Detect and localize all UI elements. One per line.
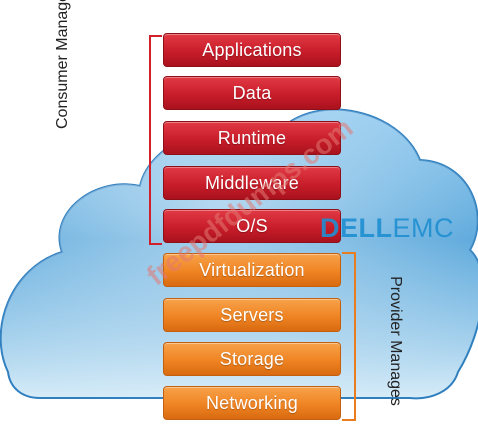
consumer-layer-data: Data [163, 76, 341, 110]
consumer-layer-runtime: Runtime [163, 121, 341, 155]
provider-layer-servers: Servers [163, 298, 341, 332]
brand-part-emc: EMC [392, 213, 454, 243]
dell-emc-logo: DELLEMC [320, 213, 454, 244]
consumer-layer-middleware: Middleware [163, 166, 341, 200]
provider-layer-networking: Networking [163, 386, 341, 420]
brand-part-dell: DELL [320, 213, 393, 243]
provider-manages-label: Provider Manages [387, 276, 404, 406]
consumer-layer-o-s: O/S [163, 209, 341, 243]
consumer-layer-applications: Applications [163, 33, 341, 67]
provider-layer-storage: Storage [163, 342, 341, 376]
provider-layer-virtualization: Virtualization [163, 253, 341, 287]
consumer-manages-label: Consumer Manages [54, 0, 71, 129]
